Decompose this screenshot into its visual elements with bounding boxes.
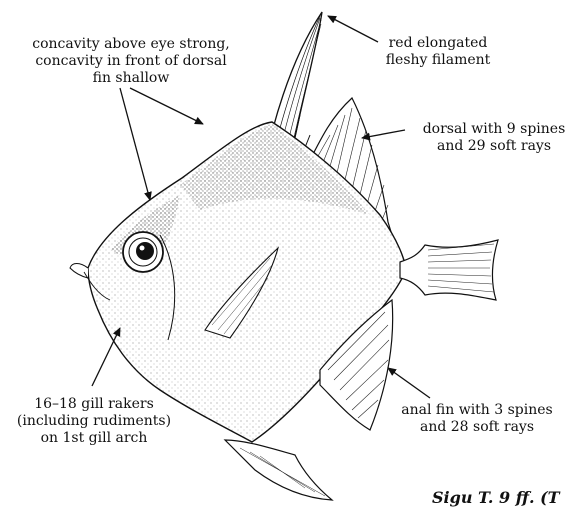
label-concavity: concavity above eye strong, concavity in… (0, 36, 262, 87)
arrow-concavity-front (130, 88, 203, 124)
label-dorsal: dorsal with 9 spines and 29 soft rays (410, 121, 578, 155)
caudal-fin (400, 240, 498, 300)
arrow-concavity-eye (120, 88, 150, 200)
arrow-anal (388, 368, 430, 398)
arrow-gill (92, 328, 120, 386)
label-gill: 16–18 gill rakers (including rudiments) … (4, 396, 184, 447)
label-anal: anal fin with 3 spines and 28 soft rays (386, 402, 568, 436)
cut-off-caption: Sigu T. 9 ff. (T (432, 488, 560, 507)
label-filament: red elongated fleshy filament (372, 35, 504, 69)
arrow-filament (328, 16, 378, 42)
arrow-dorsal (362, 130, 405, 138)
fish-eye (123, 232, 163, 272)
pelvic-fin (225, 440, 332, 500)
